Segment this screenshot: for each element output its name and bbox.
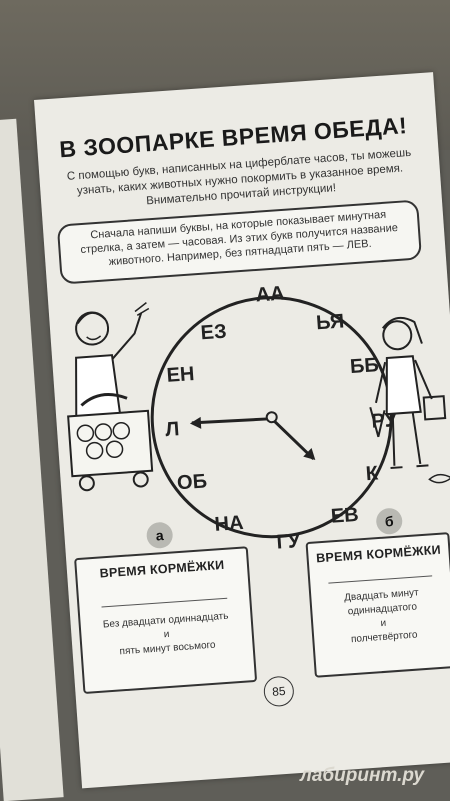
book-page: В ЗООПАРКЕ ВРЕМЯ ОБЕДА! С помощью букв, … <box>34 72 450 789</box>
hour-hand <box>270 417 315 461</box>
clock-label-ya: ЬЯ <box>315 310 345 335</box>
card-a-answer-line <box>101 597 228 608</box>
feeding-time-card-a: ВРЕМЯ КОРМЁЖКИ Без двадцати одиннадцать … <box>74 546 258 694</box>
zookeeper-man-illustration <box>67 302 154 492</box>
zookeeper-girl-illustration <box>369 316 450 484</box>
instructions-box: Сначала напиши буквы, на которые показыв… <box>56 199 423 285</box>
clock-label-ob: ОБ <box>176 470 208 495</box>
clock-label-gu: ГУ <box>275 530 302 554</box>
clock-label-na: НА <box>213 511 245 536</box>
watermark-logo: лабиринт.ру <box>300 765 425 786</box>
minute-hand <box>191 417 272 425</box>
instructions-text: Сначала напиши буквы, на которые показыв… <box>80 208 399 269</box>
clock-label-en: ЕН <box>165 363 196 387</box>
card-b-title: ВРЕМЯ КОРМЁЖКИ <box>315 542 442 566</box>
clock-label-aa: АА <box>254 282 286 307</box>
badge-b: б <box>375 507 404 536</box>
card-a-title: ВРЕМЯ КОРМЁЖКИ <box>99 557 225 581</box>
feeding-time-card-b: ВРЕМЯ КОРМЁЖКИ Двадцать минут одиннадцат… <box>305 532 450 678</box>
card-b-answer-line <box>328 575 433 584</box>
clock-label-l: Л <box>164 418 181 442</box>
clock-label-ez: ЕЗ <box>199 320 228 345</box>
clock-label-ev: ЕВ <box>330 503 360 528</box>
page-number: 85 <box>262 675 295 708</box>
badge-a: а <box>145 521 174 550</box>
